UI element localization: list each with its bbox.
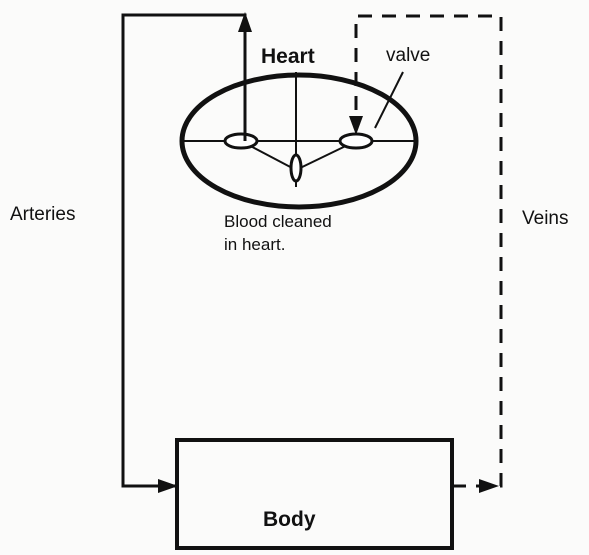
vein-path (356, 16, 501, 486)
valve-label: valve (386, 45, 430, 67)
heart-caption: Blood cleaned in heart. (224, 210, 332, 256)
valve-pointer (375, 72, 403, 128)
vein-heart-arrowhead (349, 116, 363, 135)
heart-label: Heart (261, 45, 315, 69)
right-valve (340, 134, 372, 148)
left-valve (225, 134, 257, 148)
arteries-label: Arteries (10, 204, 75, 226)
veins-label: Veins (522, 208, 568, 230)
vein-body-arrowhead (479, 479, 499, 493)
bottom-valve (291, 155, 301, 181)
body-label: Body (263, 508, 316, 532)
